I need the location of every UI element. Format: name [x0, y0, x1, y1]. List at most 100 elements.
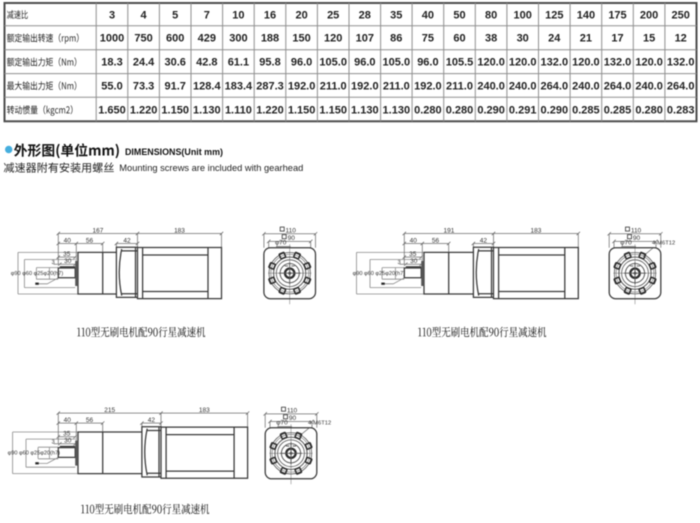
svg-text:132.0: 132.0	[541, 57, 569, 69]
svg-text:240.0: 240.0	[572, 80, 600, 92]
svg-text:90: 90	[289, 415, 297, 422]
svg-text:1.220: 1.220	[256, 105, 284, 117]
svg-text:110: 110	[631, 227, 642, 234]
svg-text:96.0: 96.0	[291, 57, 312, 69]
svg-text:56: 56	[432, 237, 440, 244]
svg-text:1.130: 1.130	[351, 105, 379, 117]
svg-text:56: 56	[86, 237, 94, 244]
svg-text:128.4: 128.4	[193, 80, 221, 92]
svg-text:0.280: 0.280	[635, 105, 663, 117]
svg-text:75: 75	[422, 33, 434, 45]
svg-text:300: 300	[229, 33, 247, 45]
svg-text:42: 42	[480, 237, 488, 244]
svg-text:56: 56	[86, 417, 94, 424]
svg-text:21: 21	[580, 33, 592, 45]
svg-text:120: 120	[324, 33, 342, 45]
svg-text:4-M6T12: 4-M6T12	[308, 421, 331, 427]
svg-text:25: 25	[327, 9, 339, 21]
svg-text:17: 17	[611, 33, 623, 45]
svg-text:1.650: 1.650	[98, 105, 126, 117]
svg-text:1.130: 1.130	[193, 105, 221, 117]
svg-text:120.0: 120.0	[635, 57, 663, 69]
svg-text:200: 200	[640, 9, 658, 21]
svg-text:30: 30	[517, 33, 529, 45]
svg-text:73.3: 73.3	[133, 80, 154, 92]
svg-text:105.5: 105.5	[446, 57, 474, 69]
svg-text:0.280: 0.280	[414, 105, 442, 117]
svg-text:50: 50	[453, 9, 465, 21]
svg-text:90: 90	[288, 235, 296, 242]
svg-text:0.285: 0.285	[572, 105, 600, 117]
svg-text:30: 30	[410, 258, 418, 265]
svg-text:Mounting screws are included w: Mounting screws are included with gearhe…	[119, 163, 303, 173]
svg-text:120.0: 120.0	[509, 57, 537, 69]
svg-text:264.0: 264.0	[604, 80, 632, 92]
svg-text:3: 3	[109, 9, 115, 21]
svg-text:φ90 φ60 φ25φ20(h7): φ90 φ60 φ25φ20(h7)	[8, 450, 61, 456]
svg-text:42: 42	[148, 417, 156, 424]
svg-text:30.6: 30.6	[164, 57, 185, 69]
svg-text:φ70: φ70	[275, 240, 287, 247]
svg-text:120.0: 120.0	[477, 57, 505, 69]
svg-text:211.0: 211.0	[446, 80, 473, 92]
svg-text:188: 188	[261, 33, 279, 45]
svg-text:132.0: 132.0	[667, 57, 695, 69]
svg-text:750: 750	[134, 33, 152, 45]
svg-text:12: 12	[675, 33, 687, 45]
svg-text:211.0: 211.0	[320, 80, 347, 92]
svg-text:0.283: 0.283	[667, 105, 695, 117]
svg-text:120.0: 120.0	[572, 57, 600, 69]
svg-text:φ90 φ60 φ25φ20(h7): φ90 φ60 φ25φ20(h7)	[353, 271, 406, 277]
svg-text:15: 15	[643, 33, 655, 45]
svg-text:24.4: 24.4	[133, 57, 155, 69]
svg-text:35: 35	[63, 431, 71, 438]
svg-text:DIMENSIONS(Unit mm): DIMENSIONS(Unit mm)	[125, 147, 223, 157]
svg-text:80: 80	[485, 9, 497, 21]
svg-text:132.0: 132.0	[604, 57, 632, 69]
svg-text:183: 183	[199, 407, 210, 414]
svg-text:264.0: 264.0	[667, 80, 695, 92]
svg-text:91.7: 91.7	[164, 80, 185, 92]
svg-text:1000: 1000	[100, 33, 124, 45]
svg-text:5: 5	[172, 9, 178, 21]
svg-text:175: 175	[608, 9, 626, 21]
svg-text:4-M6T12: 4-M6T12	[652, 241, 675, 247]
svg-text:3: 3	[52, 260, 55, 266]
svg-text:28: 28	[359, 9, 371, 21]
svg-text:240.0: 240.0	[509, 80, 537, 92]
svg-text:96.0: 96.0	[417, 57, 438, 69]
svg-text:1.150: 1.150	[161, 105, 189, 117]
svg-text:183.4: 183.4	[225, 80, 253, 92]
svg-text:1.150: 1.150	[288, 105, 316, 117]
svg-text:287.3: 287.3	[256, 80, 284, 92]
svg-text:191: 191	[443, 227, 454, 234]
svg-text:264.0: 264.0	[541, 80, 569, 92]
svg-text:105.0: 105.0	[383, 57, 411, 69]
svg-text:0.291: 0.291	[509, 105, 537, 117]
svg-text:40: 40	[410, 237, 418, 244]
svg-text:3: 3	[398, 260, 401, 266]
svg-text:1.150: 1.150	[319, 105, 347, 117]
svg-text:192.0: 192.0	[414, 80, 442, 92]
svg-text:60: 60	[453, 33, 465, 45]
svg-text:55.0: 55.0	[101, 80, 122, 92]
svg-text:φ70: φ70	[620, 240, 632, 247]
svg-text:240.0: 240.0	[635, 80, 663, 92]
svg-text:250: 250	[672, 9, 690, 21]
svg-text:42.8: 42.8	[196, 57, 217, 69]
svg-text:95.8: 95.8	[259, 57, 280, 69]
svg-text:183: 183	[530, 227, 541, 234]
svg-text:16: 16	[264, 9, 276, 21]
svg-text:150: 150	[292, 33, 310, 45]
svg-text:240.0: 240.0	[477, 80, 505, 92]
svg-text:192.0: 192.0	[351, 80, 379, 92]
svg-text:429: 429	[198, 33, 216, 45]
svg-text:30: 30	[64, 438, 72, 445]
svg-text:φ70: φ70	[276, 420, 288, 427]
svg-text:105.0: 105.0	[319, 57, 347, 69]
svg-text:61.1: 61.1	[228, 57, 249, 69]
svg-text:192.0: 192.0	[288, 80, 316, 92]
svg-text:0.290: 0.290	[477, 105, 505, 117]
svg-text:1.110: 1.110	[225, 105, 252, 117]
svg-text:125: 125	[545, 9, 563, 21]
